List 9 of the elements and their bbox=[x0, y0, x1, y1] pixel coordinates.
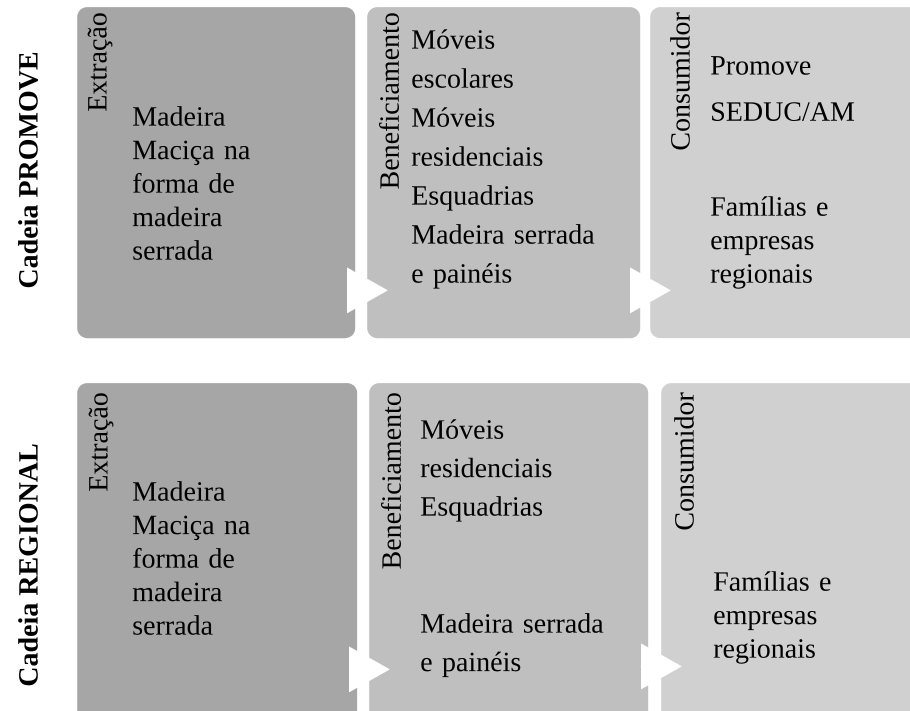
chevron-arrow bbox=[640, 644, 682, 690]
chevron-arrow bbox=[348, 646, 390, 692]
row-label: Cadeia PROMOVE bbox=[18, 52, 38, 288]
process-box: Extração Madeira Maciça na forma de madeira serrada bbox=[77, 7, 356, 338]
process-box: Consumidor Famílias e empresas regionais bbox=[661, 383, 910, 711]
chevron-arrow bbox=[346, 268, 388, 314]
chevron-arrow bbox=[630, 268, 671, 314]
process-box: Extração Madeira Maciça na forma de madeira serrada bbox=[77, 383, 358, 711]
row-label: Cadeia REGIONAL bbox=[18, 444, 38, 686]
